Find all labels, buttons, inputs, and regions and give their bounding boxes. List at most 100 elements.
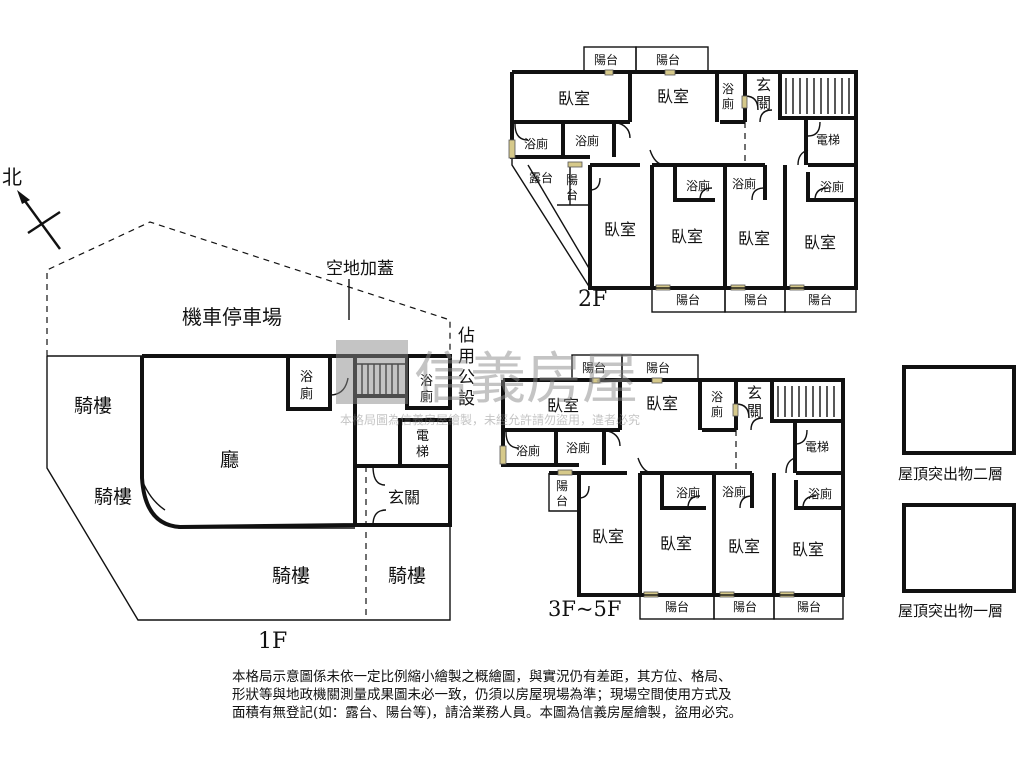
label-2f-balcony-bot-1: 陽台: [676, 292, 700, 307]
bath-1f-left: [286, 354, 332, 411]
label-3f-bath-small-a: 浴: [711, 390, 723, 404]
floor-3-5-title: 3F~5F: [548, 597, 621, 621]
roof-level-1-label: 屋頂突出物一層: [898, 602, 1003, 620]
label-2f-bedroom-3: 臥室: [604, 220, 636, 239]
arcade-right-label: 騎樓: [388, 565, 426, 587]
disclaimer-line-1: 本格局示意圖係未依一定比例縮小繪製之概繪圖，與實況仍有差距，其方位、格局、: [232, 669, 732, 685]
label-2f-bath-a: 浴廁: [686, 178, 710, 193]
label-2f-bedroom-2: 臥室: [657, 87, 689, 106]
label-2f-elevator: 電梯: [816, 133, 840, 147]
stair-2f: [785, 78, 850, 114]
disclaimer-note: 本格局示意圖係未依一定比例縮小繪製之概繪圖，與實況仍有差距，其方位、格局、 形狀…: [232, 668, 812, 722]
label-3f-bath-b: 浴廁: [722, 484, 746, 499]
hall-label: 廳: [220, 449, 239, 471]
label-3f-balcony-side-a: 陽: [556, 479, 568, 493]
label-2f-balcony-bot-3: 陽台: [808, 292, 832, 307]
label-3f-bath-small-b: 廁: [711, 404, 723, 419]
watermark-logo: [336, 340, 408, 404]
label-2f-foyer-b: 關: [756, 94, 771, 112]
label-3f-bedroom-3: 臥室: [592, 527, 624, 546]
elevator-1f-label-b: 梯: [416, 445, 429, 460]
svg-text:設: 設: [458, 389, 475, 409]
bath-1f-right-label-b: 廁: [420, 389, 433, 405]
label-2f-bath-small-a: 浴: [722, 82, 734, 96]
svg-text:佔: 佔: [458, 326, 475, 346]
label-3f-bedroom-1: 臥室: [547, 396, 579, 415]
label-2f-bath-left: 浴廁: [524, 136, 548, 151]
balcony-3f-bot-3: [773, 594, 844, 620]
label-3f-balcony-bot-3: 陽台: [797, 599, 821, 614]
public-occupied-label: 佔 用 公 設: [458, 326, 475, 409]
roof-level-2-label: 屋頂突出物二層: [898, 465, 1003, 483]
floor-2-plan: 陽台 陽台 臥室 臥室 浴 廁 玄 關 浴廁 浴廁 電梯 露台 陽 台 浴廁 浴…: [508, 46, 858, 313]
vacant-lot-label: 空地加蓋: [326, 259, 394, 279]
floor-3-5-plan: 陽台 陽台 臥室 臥室 浴 廁 玄 關 浴廁 浴廁 電梯 陽 台 浴廁 浴廁 浴…: [499, 354, 845, 621]
arcade-outline: [46, 356, 451, 621]
svg-text:用: 用: [458, 347, 475, 367]
svg-text:公: 公: [458, 368, 475, 388]
label-3f-bath-mid: 浴廁: [566, 440, 590, 455]
label-3f-balcony-top-1: 陽台: [582, 360, 606, 375]
bath-1f-left-label-b: 廁: [300, 386, 313, 402]
label-3f-balcony-bot-2: 陽台: [733, 599, 757, 614]
label-3f-balcony-top-2: 陽台: [646, 360, 670, 375]
label-2f-bedroom-5: 臥室: [738, 229, 770, 248]
label-2f-bedroom-1: 臥室: [558, 89, 590, 108]
north-arrow-head: [17, 190, 30, 204]
roof-structures: 屋頂突出物二層 屋頂突出物一層: [898, 365, 1016, 620]
floor-1-title: 1F: [258, 629, 287, 654]
label-2f-bath-small-b: 廁: [722, 96, 734, 111]
label-2f-balcony-top-2: 陽台: [656, 52, 680, 67]
balcony-2f-bot-3: [784, 287, 857, 313]
bath-1f-left-label-a: 浴: [300, 370, 313, 385]
label-2f-bath-mid: 浴廁: [575, 133, 599, 148]
arcade-bottom-label: 騎樓: [272, 565, 310, 587]
north-arrow-shaft: [21, 196, 61, 250]
label-2f-balcony-bot-2: 陽台: [744, 292, 768, 307]
label-2f-terrace: 露台: [529, 170, 553, 185]
label-3f-foyer-a: 玄: [747, 384, 762, 402]
floor-1-plan: 機車停車場 空地加蓋 佔 用 公 設 騎樓 騎樓 騎樓 騎樓 廳 浴 廁 浴 廁…: [46, 221, 475, 654]
label-2f-balcony-top-1: 陽台: [594, 52, 618, 67]
foyer-1f-label: 玄關: [388, 488, 420, 507]
roof-level-1-box: [902, 503, 1016, 593]
watermark: 信義房屋 本格局圖為信義房屋繪製，未經允許請勿盜用，違者必究: [336, 340, 640, 427]
north-label: 北: [2, 165, 22, 189]
compass: 北: [2, 165, 61, 250]
label-3f-bedroom-4: 臥室: [660, 534, 692, 553]
floor-2-title: 2F: [578, 287, 607, 312]
label-2f-balcony-side-b: 台: [566, 187, 578, 202]
label-3f-bath-left: 浴廁: [516, 443, 540, 458]
label-3f-bedroom-6: 臥室: [792, 540, 824, 559]
label-3f-bath-c: 浴廁: [808, 486, 832, 501]
watermark-brand: 信義房屋: [414, 347, 638, 412]
label-2f-bath-b: 浴廁: [732, 176, 756, 191]
label-3f-foyer-b: 關: [747, 402, 762, 420]
disclaimer-line-2: 形狀等與地政機關測量成果圖未必一致，仍須以房屋現場為準；現場空間使用方式及: [232, 687, 732, 703]
arcade-left-label: 騎樓: [74, 395, 112, 417]
lot-boundary: [46, 221, 451, 356]
north-arrow-cross: [27, 210, 61, 235]
label-2f-bedroom-6: 臥室: [804, 233, 836, 252]
label-2f-bath-c: 浴廁: [820, 179, 844, 194]
elevator-1f: [398, 418, 452, 468]
label-3f-bath-a: 浴廁: [676, 485, 700, 500]
watermark-notice: 本格局圖為信義房屋繪製，未經允許請勿盜用，違者必究: [340, 412, 640, 427]
roof-level-2-box: [902, 365, 1016, 455]
label-3f-balcony-bot-1: 陽台: [665, 599, 689, 614]
bath-1f-right-label-a: 浴: [420, 374, 433, 389]
elevator-1f-label-a: 電: [416, 429, 429, 444]
label-2f-foyer-a: 玄: [756, 76, 771, 94]
label-3f-bedroom-5: 臥室: [728, 537, 760, 556]
parking-label: 機車停車場: [182, 305, 282, 329]
label-3f-balcony-side-b: 台: [556, 493, 568, 508]
stair-3f: [777, 386, 835, 417]
disclaimer-line-3: 面積有無登記(如：露台、陽台等)，請洽業務人員。本圖為信義房屋繪製，盜用必究。: [232, 705, 743, 721]
label-2f-bedroom-4: 臥室: [671, 227, 703, 246]
label-2f-balcony-side-a: 陽: [566, 173, 578, 187]
arcade-curve-label: 騎樓: [94, 486, 132, 508]
label-3f-elevator: 電梯: [805, 440, 829, 454]
label-3f-bedroom-2: 臥室: [646, 394, 678, 413]
